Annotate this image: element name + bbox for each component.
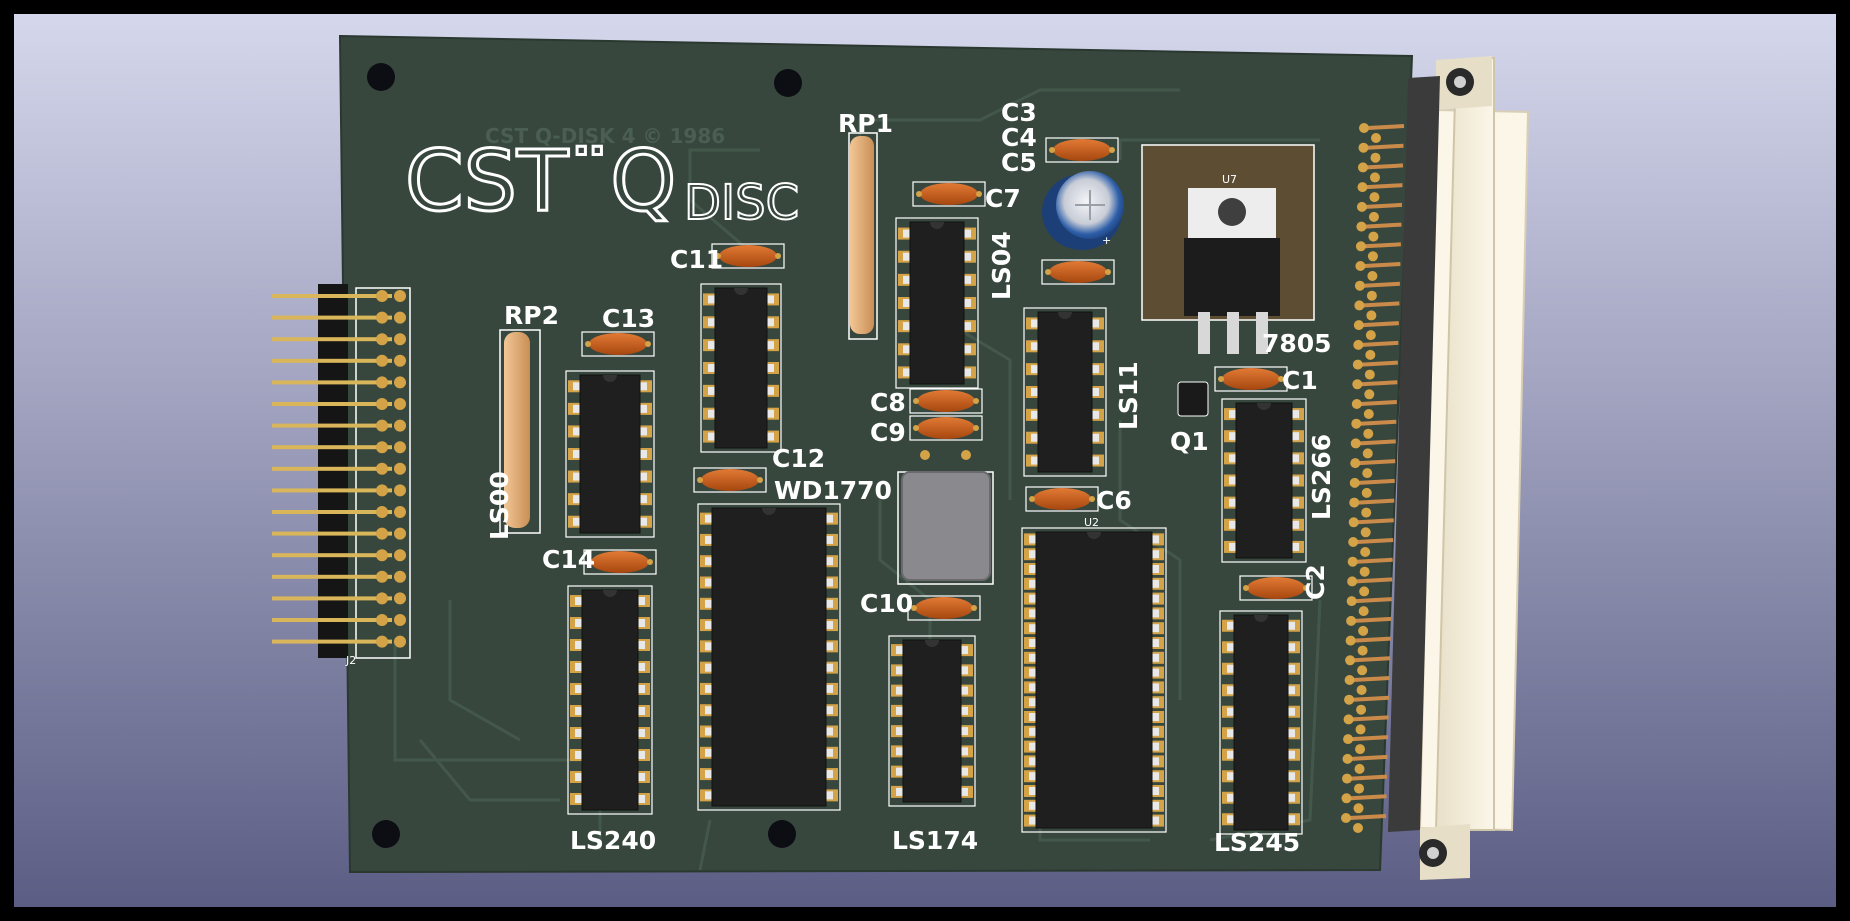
cap-c6 xyxy=(1025,486,1099,512)
cap-c12 xyxy=(693,467,767,493)
cap-c11 xyxy=(711,243,785,269)
cap-c9 xyxy=(909,415,983,441)
label-c2: C2 xyxy=(1301,564,1330,600)
label-c11: C11 xyxy=(670,245,723,274)
label-c7: C7 xyxy=(985,184,1021,213)
label-rp2: RP2 xyxy=(504,301,559,330)
label-c5: C5 xyxy=(1001,148,1037,177)
cap-c14 xyxy=(583,549,657,575)
svg-text:+: + xyxy=(1102,234,1111,247)
silkscreen-labels: RP1 RP2 C3 C4 C5 C7 C11 C13 C8 C9 C12 WD… xyxy=(485,98,1336,857)
resistor-network-rp1 xyxy=(848,132,878,340)
label-wd1770: WD1770 xyxy=(774,476,892,505)
cap-c1 xyxy=(1214,366,1288,392)
label-ls11: LS11 xyxy=(1114,361,1143,430)
label-c6: C6 xyxy=(1096,486,1132,515)
label-ls266: LS266 xyxy=(1307,434,1336,520)
board-watermark: CST Q-DISK 4 © 1986 xyxy=(485,124,725,148)
label-c8: C8 xyxy=(870,388,906,417)
pin-header-j2: J2 xyxy=(272,284,411,667)
label-q1: Q1 xyxy=(1170,427,1209,456)
transistor-q1 xyxy=(1177,381,1209,417)
crystal-oscillator xyxy=(897,450,994,585)
ic-u2 xyxy=(1021,527,1167,833)
label-ls04: LS04 xyxy=(987,231,1016,300)
ic-ls266 xyxy=(1221,398,1307,563)
mounting-hole-bottom-middle xyxy=(768,820,796,848)
mounting-holes xyxy=(367,63,802,848)
label-c13: C13 xyxy=(602,304,655,333)
ic-ls245 xyxy=(1219,610,1303,835)
svg-text:J2: J2 xyxy=(345,654,356,667)
ic-ls174 xyxy=(888,635,976,807)
ic-ls240 xyxy=(567,585,653,815)
ic-unlabeled-upper xyxy=(700,283,782,453)
cap-c7 xyxy=(912,181,986,207)
ic-ls04 xyxy=(895,217,979,389)
ic-wd1770 xyxy=(697,503,841,811)
cap-c2 xyxy=(1239,575,1313,601)
cap-c13 xyxy=(581,331,655,357)
label-rp1: RP1 xyxy=(838,109,893,138)
board-logo: CST¨Q xyxy=(405,132,676,230)
label-c12: C12 xyxy=(772,444,825,473)
label-7805: 7805 xyxy=(1262,329,1332,358)
label-c10: C10 xyxy=(860,589,913,618)
label-c4: C4 xyxy=(1001,123,1037,152)
ic-ls00 xyxy=(565,370,655,538)
mounting-hole-bottom-left xyxy=(372,820,400,848)
edge-connector xyxy=(1341,56,1530,880)
label-ls174: LS174 xyxy=(892,826,978,855)
label-ls245: LS245 xyxy=(1214,828,1300,857)
cap-c10 xyxy=(907,595,981,621)
ic-ls11 xyxy=(1023,307,1107,477)
label-c9: C9 xyxy=(870,418,906,447)
label-ls240: LS240 xyxy=(570,826,656,855)
mounting-hole-top-left xyxy=(367,63,395,91)
label-ls00: LS00 xyxy=(485,471,514,540)
label-u2: U2 xyxy=(1084,516,1099,529)
resistor-network-rp2 xyxy=(499,329,541,534)
label-c14: C14 xyxy=(542,545,595,574)
cap-c3-c4-c5 xyxy=(1045,137,1119,163)
mounting-hole-top-middle xyxy=(774,69,802,97)
voltage-regulator-u7: U7 xyxy=(1141,144,1315,354)
svg-text:U7: U7 xyxy=(1222,173,1237,186)
label-c3: C3 xyxy=(1001,98,1037,127)
cap-near-ls11 xyxy=(1041,259,1115,285)
board-logo-sub: DISC xyxy=(684,175,799,231)
electrolytic-capacitor: + xyxy=(1042,171,1124,250)
cap-c8 xyxy=(909,388,983,414)
label-c1: C1 xyxy=(1282,366,1318,395)
